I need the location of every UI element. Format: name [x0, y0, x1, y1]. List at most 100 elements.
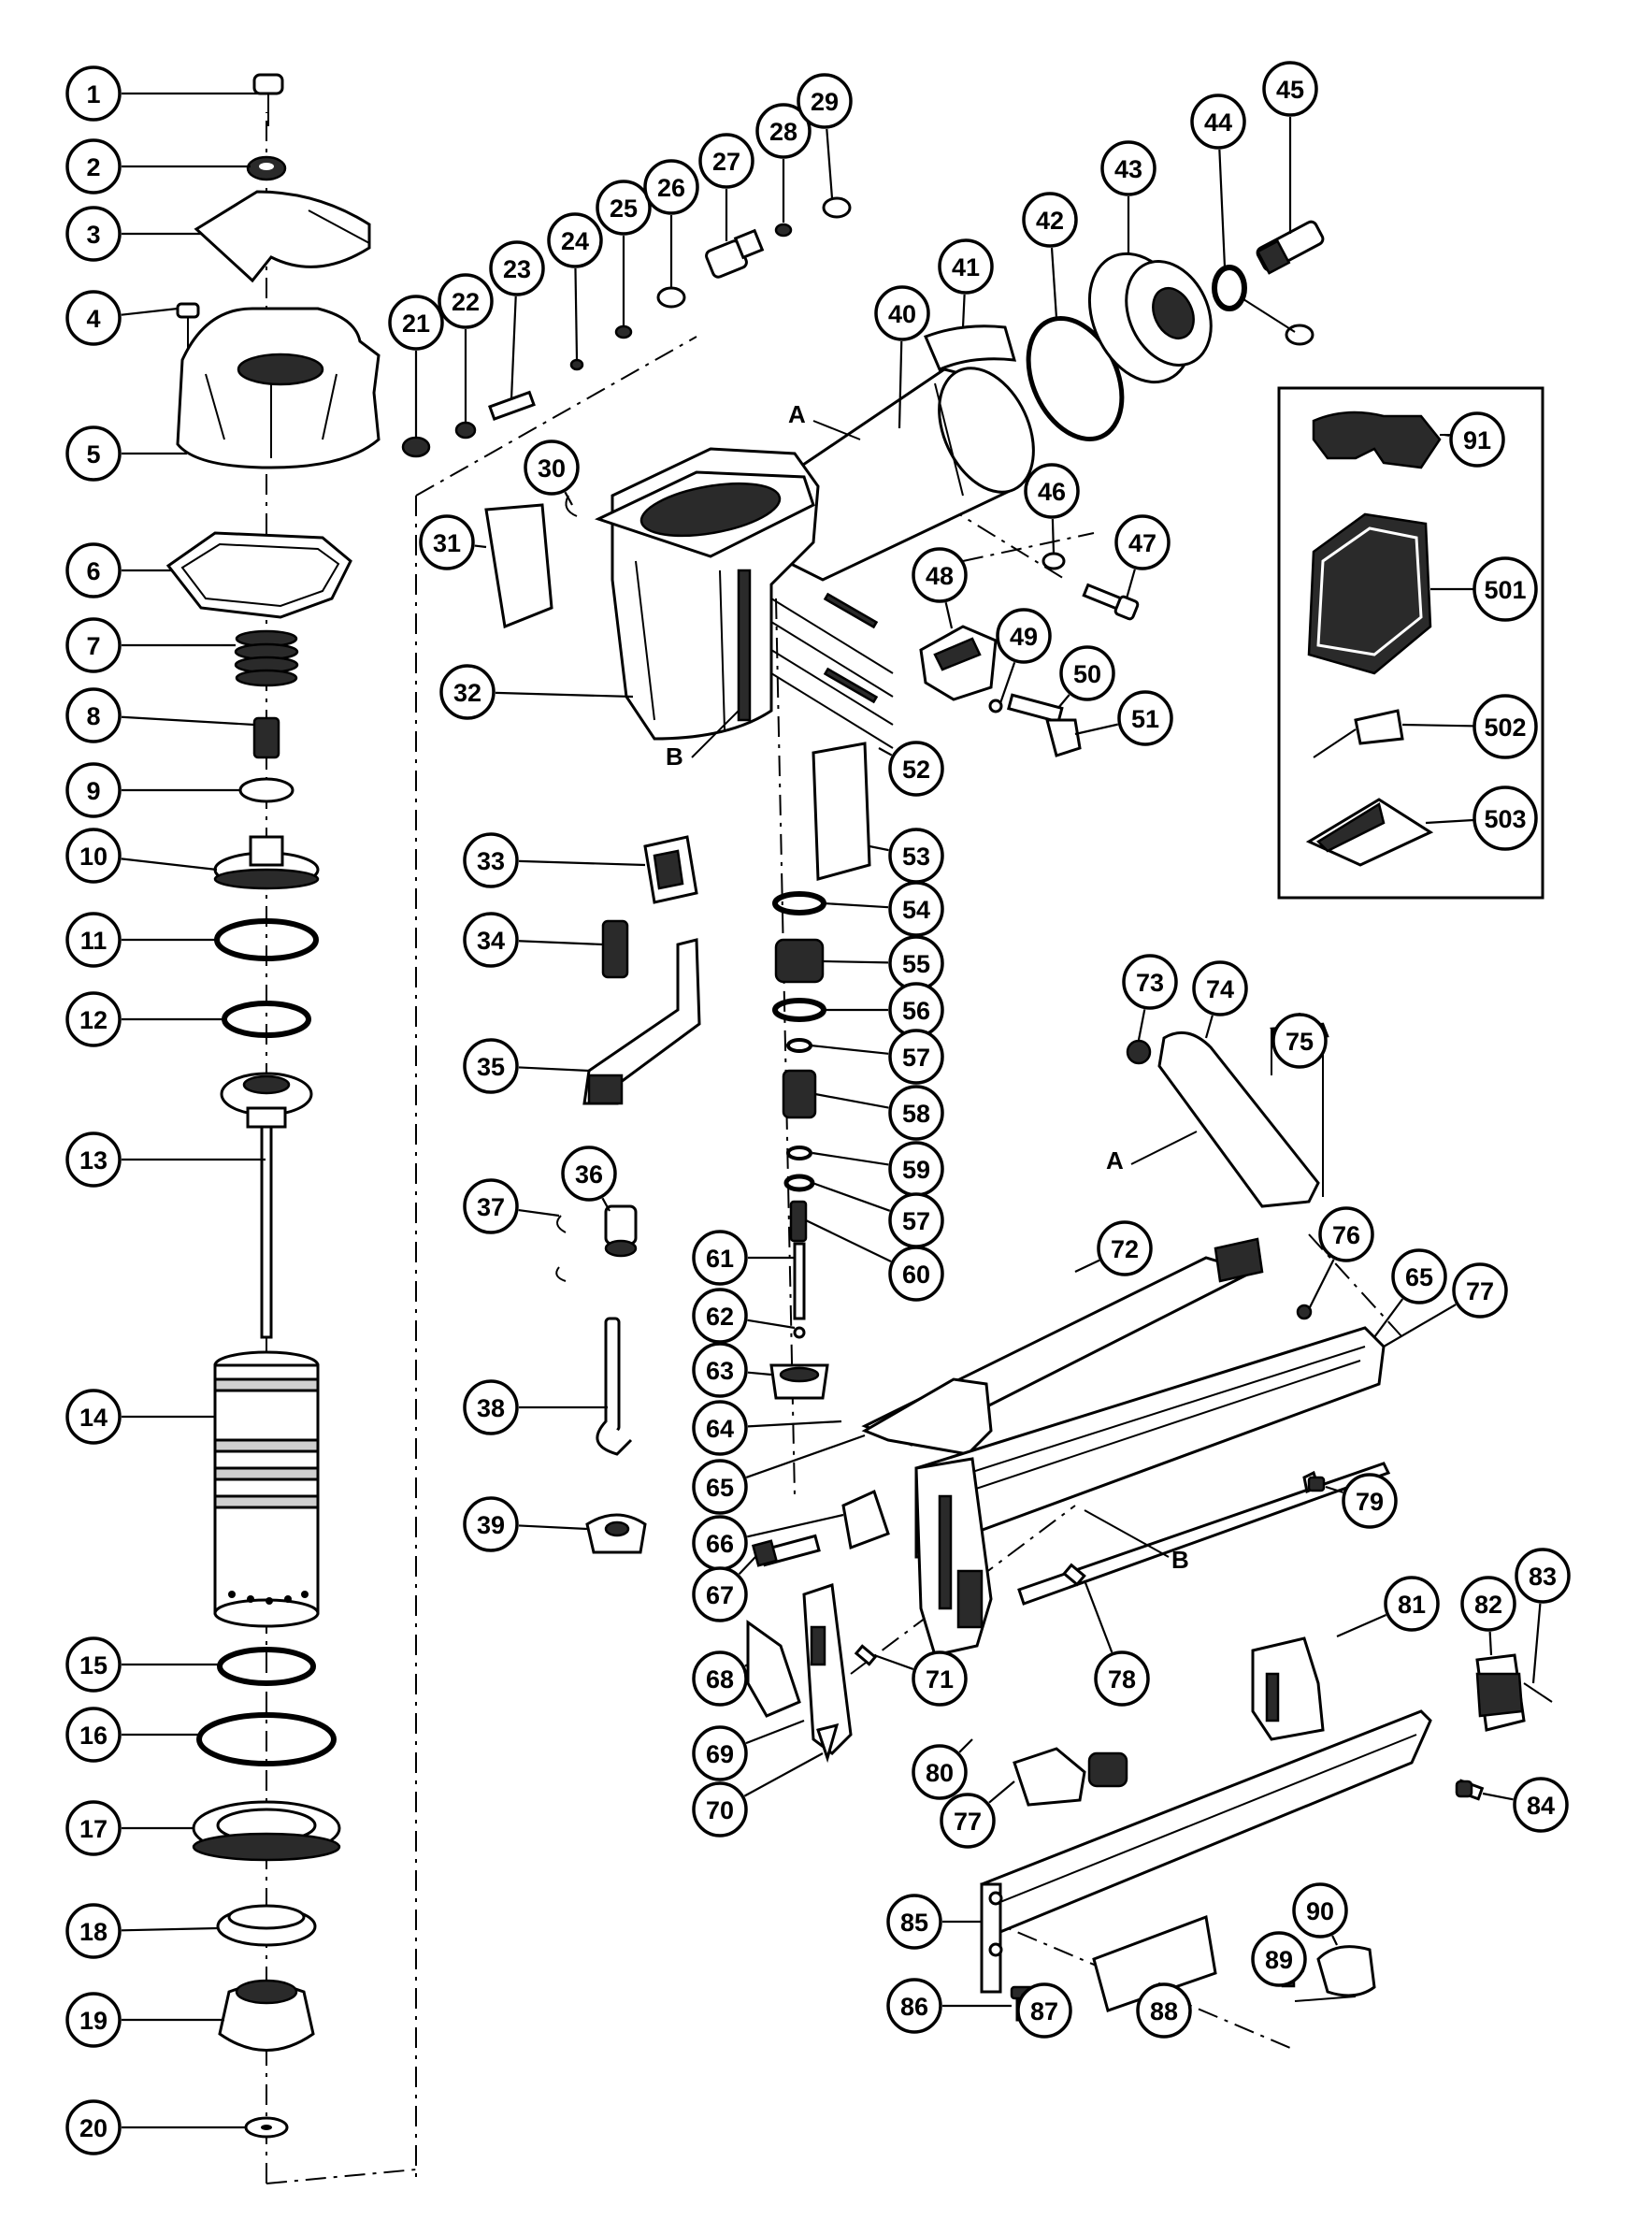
callout-18: 18	[65, 1903, 219, 1959]
callout-circle-85	[886, 1894, 942, 1950]
callout-number-38: 38	[477, 1394, 505, 1422]
callout-circle-77	[1452, 1262, 1508, 1319]
callout-circle-20	[65, 2099, 122, 2155]
callout-number-41: 41	[952, 253, 980, 281]
callout-circle-8	[65, 687, 122, 743]
callout-circle-68	[692, 1650, 748, 1707]
callout-circle-21	[388, 295, 444, 351]
callout-leader-76	[1308, 1259, 1335, 1310]
callout-number-74: 74	[1206, 975, 1234, 1003]
callout-leader-48	[944, 602, 954, 629]
marker-A-magazine: A	[1106, 1146, 1124, 1175]
callout-number-80: 80	[926, 1759, 954, 1787]
callout-number-79: 79	[1356, 1488, 1384, 1516]
callout-number-51: 51	[1131, 705, 1159, 733]
callout-84: 84	[1482, 1777, 1569, 1833]
callout-circle-1	[65, 65, 122, 122]
callout-circle-70	[692, 1781, 748, 1838]
callout-circle-33	[463, 832, 519, 888]
callout-leader-59	[812, 1151, 889, 1166]
callout-circle-12	[65, 991, 122, 1047]
callout-circle-503	[1472, 786, 1538, 851]
safety-glasses-icon	[1312, 411, 1468, 469]
callout-circle-75	[1271, 1013, 1328, 1069]
callout-circle-27	[698, 133, 754, 189]
callout-circle-501	[1472, 556, 1538, 622]
callout-11: 11	[65, 912, 217, 968]
callout-circle-61	[692, 1230, 748, 1286]
callout-number-25: 25	[610, 195, 638, 223]
callout-circle-57	[888, 1029, 944, 1085]
callout-circle-51	[1117, 690, 1173, 746]
callout-circle-2	[65, 138, 122, 195]
callout-number-78: 78	[1108, 1665, 1136, 1694]
callout-number-32: 32	[453, 679, 481, 707]
callout-circle-29	[797, 73, 853, 129]
callout-circle-46	[1024, 463, 1080, 519]
callout-37: 37	[463, 1178, 560, 1234]
callout-number-56: 56	[902, 997, 930, 1025]
callout-34: 34	[463, 912, 604, 968]
callout-number-77: 77	[954, 1808, 982, 1836]
callout-23: 23	[489, 240, 545, 400]
callout-number-49: 49	[1010, 623, 1038, 651]
callout-leader-66	[747, 1513, 844, 1538]
callout-circle-79	[1342, 1473, 1398, 1529]
callout-leader-35	[518, 1066, 590, 1073]
callout-88: 88	[1136, 1982, 1192, 2039]
callout-leader-40	[898, 340, 903, 429]
callout-circle-82	[1460, 1576, 1516, 1632]
callout-52: 52	[878, 741, 944, 797]
callout-43: 43	[1100, 140, 1156, 252]
top-small-parts	[401, 196, 852, 458]
callout-circle-67	[692, 1566, 748, 1622]
callout-leader-70	[743, 1752, 824, 1797]
callout-number-6: 6	[86, 557, 100, 585]
callout-36: 36	[561, 1146, 617, 1212]
callout-number-54: 54	[902, 896, 930, 924]
callout-leader-78	[1083, 1579, 1113, 1653]
callout-number-64: 64	[706, 1415, 734, 1443]
callout-number-82: 82	[1474, 1591, 1502, 1619]
callout-circle-48	[912, 547, 968, 603]
callout-81: 81	[1336, 1576, 1440, 1638]
callout-circle-83	[1515, 1548, 1571, 1604]
callout-number-77: 77	[1466, 1277, 1494, 1305]
callout-number-52: 52	[902, 756, 930, 784]
part-1-screw	[252, 73, 284, 126]
callout-50: 50	[1057, 645, 1115, 709]
callout-leader-81	[1336, 1614, 1386, 1638]
callout-number-46: 46	[1038, 478, 1066, 506]
callout-number-61: 61	[706, 1245, 734, 1273]
callout-circle-65	[692, 1459, 748, 1515]
callout-number-90: 90	[1306, 1897, 1334, 1925]
callout-27: 27	[698, 133, 754, 241]
callout-circle-62	[692, 1288, 748, 1344]
callout-leader-36	[601, 1197, 611, 1212]
callout-54: 54	[823, 881, 944, 937]
callout-circle-13	[65, 1131, 122, 1188]
callout-number-22: 22	[452, 288, 480, 316]
callout-number-8: 8	[86, 702, 100, 730]
callout-circle-45	[1262, 61, 1318, 117]
callout-57: 57	[812, 1181, 944, 1248]
callout-circle-52	[888, 741, 944, 797]
callout-65: 65	[692, 1434, 866, 1515]
callout-13: 13	[65, 1131, 266, 1188]
callout-69: 69	[692, 1719, 805, 1781]
callout-number-13: 13	[79, 1146, 108, 1175]
callout-number-23: 23	[503, 255, 531, 283]
callout-61: 61	[692, 1230, 795, 1286]
callout-number-15: 15	[79, 1651, 108, 1679]
part-27-fitting	[705, 228, 765, 279]
callout-number-9: 9	[86, 777, 100, 805]
callout-65: 65	[1373, 1248, 1447, 1338]
callout-59: 59	[812, 1141, 944, 1197]
callout-circle-77	[940, 1793, 996, 1849]
callout-circle-81	[1384, 1576, 1440, 1632]
callout-number-57: 57	[902, 1207, 930, 1235]
callout-circle-49	[996, 608, 1052, 664]
callout-leader-37	[518, 1208, 560, 1218]
callout-circle-6	[65, 542, 122, 598]
callout-number-47: 47	[1128, 529, 1156, 557]
